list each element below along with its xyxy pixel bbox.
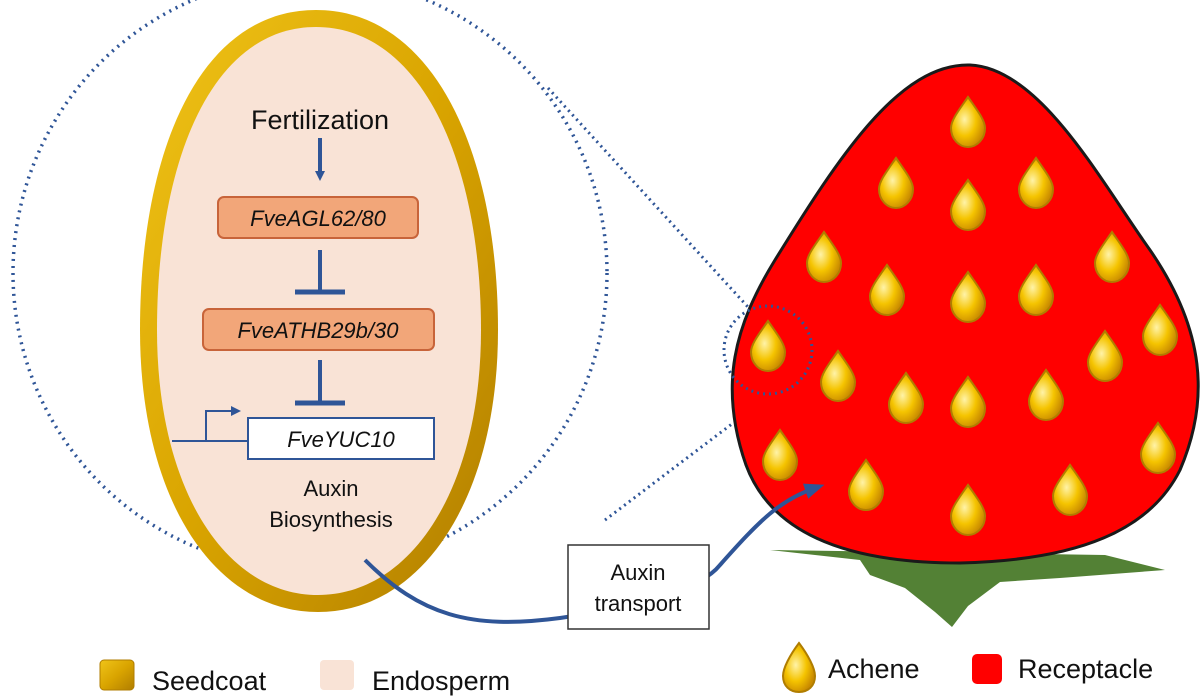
auxin-transport-line2: transport bbox=[595, 591, 682, 616]
gene-box-agl62-80 bbox=[217, 196, 419, 239]
achene bbox=[877, 156, 915, 210]
legend-receptacle-swatch bbox=[972, 654, 1002, 684]
gene-agl62-80-label: FveAGL62/80 bbox=[250, 206, 387, 231]
gene-box-yuc10 bbox=[247, 417, 435, 460]
legend-endosperm-swatch bbox=[320, 660, 354, 690]
legend-achene-label: Achene bbox=[828, 654, 920, 684]
achene bbox=[819, 349, 857, 403]
achene bbox=[847, 458, 885, 512]
achene bbox=[749, 319, 787, 373]
achene-group bbox=[749, 95, 1179, 537]
legend-seedcoat-label: Seedcoat bbox=[152, 666, 267, 696]
legend-receptacle-label: Receptacle bbox=[1018, 654, 1153, 684]
achene bbox=[1027, 368, 1065, 422]
legend-achene-icon bbox=[781, 641, 817, 694]
achene bbox=[949, 270, 987, 324]
achene bbox=[805, 230, 843, 284]
auxin-transport-line1: Auxin bbox=[610, 560, 665, 585]
zoom-target-circle bbox=[722, 304, 814, 396]
achene bbox=[1141, 303, 1179, 357]
legend-endosperm-label: Endosperm bbox=[372, 666, 510, 696]
achene bbox=[949, 95, 987, 149]
fertilization-label: Fertilization bbox=[251, 105, 389, 135]
achene bbox=[761, 428, 799, 482]
achene bbox=[1139, 421, 1177, 475]
achene bbox=[1017, 156, 1055, 210]
achene bbox=[949, 375, 987, 429]
achene bbox=[949, 178, 987, 232]
achene bbox=[1017, 263, 1055, 317]
promoter-arrow bbox=[172, 406, 241, 442]
achene bbox=[1051, 463, 1089, 517]
gene-box-athb29b-30 bbox=[202, 308, 435, 351]
gene-yuc10-label: FveYUC10 bbox=[287, 427, 395, 452]
auxin-transport-box bbox=[567, 544, 710, 630]
strawberry-sepals bbox=[770, 550, 1165, 627]
achene bbox=[949, 483, 987, 537]
auxin-biosynthesis-line2: Biosynthesis bbox=[269, 507, 393, 532]
auxin-biosynthesis-line1: Auxin bbox=[303, 476, 358, 501]
magnification-circle bbox=[11, 0, 609, 572]
achene bbox=[1093, 230, 1131, 284]
achene bbox=[868, 263, 906, 317]
legend-seedcoat-swatch bbox=[99, 659, 135, 691]
achene bbox=[887, 371, 925, 425]
gene-athb29b-30-label: FveATHB29b/30 bbox=[237, 318, 399, 343]
zoom-line-upper bbox=[546, 86, 760, 320]
achene bbox=[1086, 329, 1124, 383]
